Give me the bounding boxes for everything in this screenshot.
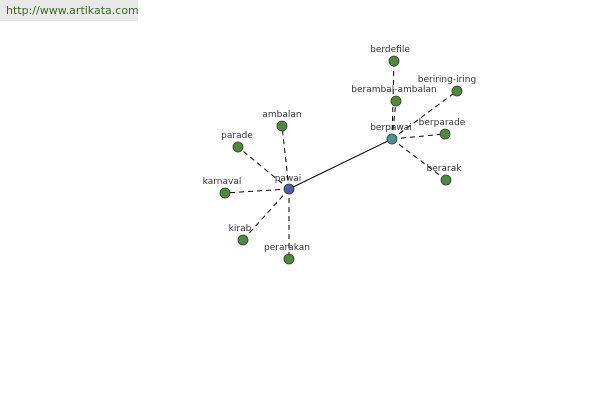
node-berambal-ambalan[interactable] [390, 95, 402, 107]
edge-berpawai-beriring-iring [391, 90, 458, 140]
nodes-layer [219, 55, 463, 265]
node-label-berambal-ambalan[interactable]: berambal-ambalan [351, 85, 436, 95]
node-label-berarak[interactable]: berarak [427, 164, 463, 174]
edge-berpawai-berparade [391, 133, 446, 140]
node-ambalan[interactable] [276, 120, 288, 132]
edges-layer [224, 60, 458, 259]
node-label-perarakan[interactable]: perarakan [264, 243, 310, 253]
edge-pawai-berpawai [288, 138, 393, 190]
node-label-pawai[interactable]: pawai [275, 174, 302, 184]
node-berdefile[interactable] [388, 55, 400, 67]
edge-berpawai-berarak [391, 138, 447, 181]
node-beriring-iring[interactable] [451, 85, 463, 97]
node-karnaval[interactable] [219, 187, 231, 199]
node-berpawai[interactable] [386, 133, 398, 145]
node-parade[interactable] [232, 141, 244, 153]
edge-pawai-karnaval [224, 188, 290, 194]
node-label-berdefile[interactable]: berdefile [370, 45, 410, 55]
node-label-kirab[interactable]: kirab [229, 224, 252, 234]
node-label-parade[interactable]: parade [221, 131, 253, 141]
edge-berpawai-berambal-ambalan [391, 100, 397, 140]
source-url-link[interactable]: http://www.artikata.com [0, 0, 139, 21]
node-kirab[interactable] [237, 234, 249, 246]
edge-pawai-ambalan [281, 125, 290, 190]
node-label-berpawai[interactable]: berpawai [370, 123, 412, 133]
node-pawai[interactable] [283, 183, 295, 195]
node-label-ambalan[interactable]: ambalan [262, 110, 301, 120]
node-berparade[interactable] [439, 128, 451, 140]
labels-layer: pawai berpawai ambalan parade karnaval kirab p… [203, 45, 477, 253]
node-perarakan[interactable] [283, 253, 295, 265]
node-label-karnaval[interactable]: karnaval [203, 177, 242, 187]
node-label-berparade[interactable]: berparade [419, 118, 466, 128]
node-berarak[interactable] [440, 174, 452, 186]
edge-pawai-parade [237, 146, 290, 190]
node-label-beriring-iring[interactable]: beriring-iring [418, 75, 476, 85]
edge-pawai-kirab [242, 188, 290, 241]
